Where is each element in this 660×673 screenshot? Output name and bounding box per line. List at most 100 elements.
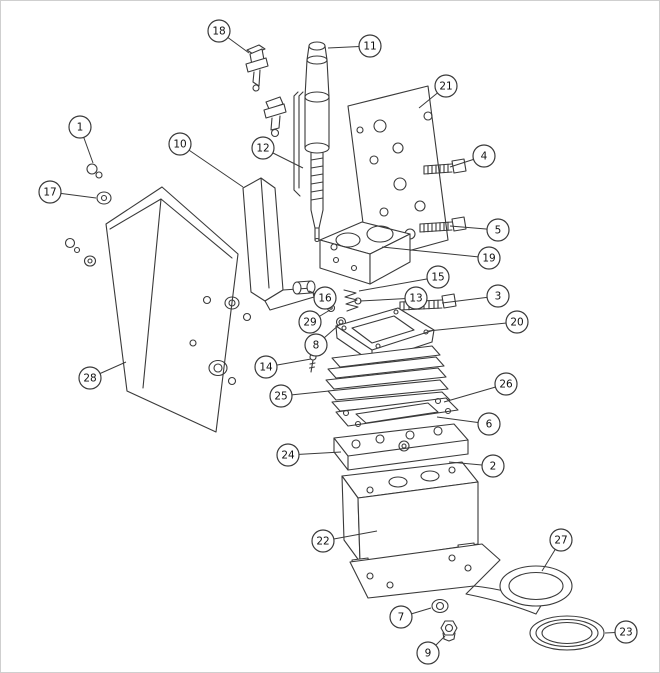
callout-8: 8 (304, 323, 341, 357)
callout-balloon (298, 310, 322, 334)
callout-22: 22 (311, 529, 378, 553)
callout-number: 23 (619, 627, 632, 639)
callout-leader-line (381, 246, 490, 259)
callout-2: 2 (448, 454, 505, 478)
callout-balloon (477, 246, 501, 270)
callout-number: 28 (83, 373, 96, 385)
callout-29: 29 (298, 309, 331, 334)
callout-19: 19 (381, 246, 501, 270)
callout-24: 24 (276, 443, 342, 467)
callout-number: 1 (77, 122, 84, 134)
part-ring-27 (499, 565, 573, 607)
callouts-layer: 1234567891011121314151617181920212223242… (38, 19, 638, 665)
callout-1: 1 (68, 115, 94, 164)
callout-16: 16 (308, 286, 337, 310)
callout-balloon (78, 366, 102, 390)
callout-7: 7 (389, 605, 432, 629)
part-spring (343, 289, 359, 312)
part-manifold-block (319, 221, 411, 285)
callout-number: 6 (486, 419, 493, 431)
part-bellows-stack (325, 345, 451, 412)
part-nut-9 (440, 620, 458, 642)
callout-28: 28 (78, 361, 127, 390)
callout-leader-line (179, 143, 244, 188)
callout-number: 26 (499, 379, 513, 391)
callout-number: 19 (482, 253, 495, 265)
callout-12: 12 (251, 136, 304, 169)
callout-leader-line (358, 276, 439, 292)
callout-number: 14 (259, 362, 273, 374)
callout-number: 8 (313, 340, 320, 352)
callout-balloon (614, 620, 638, 644)
callout-number: 18 (212, 26, 225, 38)
callout-4: 4 (449, 144, 496, 168)
part-hardware-left-pair (64, 237, 97, 267)
callout-10: 10 (168, 132, 244, 188)
callout-number: 3 (495, 291, 502, 303)
callout-14: 14 (254, 355, 312, 379)
part-ring-23 (529, 615, 605, 651)
callout-number: 2 (490, 461, 497, 473)
callout-balloon (486, 218, 510, 242)
callout-balloon (477, 412, 501, 436)
part-housing-cover (105, 186, 239, 433)
parts-layer (64, 41, 605, 651)
callout-balloon (68, 115, 92, 139)
callout-18: 18 (207, 19, 250, 54)
callout-number: 17 (43, 187, 56, 199)
callout-balloon (254, 355, 278, 379)
callout-number: 7 (398, 612, 405, 624)
callout-number: 27 (554, 535, 567, 547)
part-screw-14 (308, 353, 317, 373)
part-air-fitting-mid (263, 96, 287, 138)
callout-balloon (472, 144, 496, 168)
callout-number: 25 (274, 391, 287, 403)
part-sleeve (292, 280, 316, 295)
callout-20: 20 (427, 310, 529, 334)
callout-leader-line (427, 321, 518, 332)
callout-balloon (426, 265, 450, 289)
part-pump-body (341, 461, 479, 569)
callout-balloon (358, 34, 382, 58)
callout-number: 9 (425, 648, 432, 660)
callout-balloon (311, 529, 335, 553)
part-gasket-plate (335, 397, 459, 428)
callout-balloon (389, 605, 413, 629)
part-air-fitting-top (245, 44, 269, 92)
callout-number: 20 (510, 317, 523, 329)
callout-balloon (207, 19, 231, 43)
callout-balloon (168, 132, 192, 156)
part-hardware-cover-edge (208, 296, 252, 386)
callout-balloon (38, 180, 62, 204)
callout-27: 27 (541, 528, 573, 572)
part-screw-1 (86, 163, 103, 179)
callout-balloon (486, 284, 510, 308)
callout-13: 13 (359, 286, 428, 310)
part-top-plate (333, 423, 469, 471)
callout-number: 16 (318, 293, 332, 305)
part-mounting-plate (349, 543, 543, 615)
callout-number: 15 (431, 272, 444, 284)
part-valve-plate (347, 85, 449, 263)
callout-balloon (505, 310, 529, 334)
part-washer-7 (431, 598, 449, 614)
callout-balloon (494, 372, 518, 396)
callout-5: 5 (449, 218, 510, 242)
part-plunger-assembly (293, 41, 330, 243)
callout-26: 26 (443, 372, 518, 403)
callout-23: 23 (604, 620, 638, 644)
part-mounting-bracket (242, 177, 315, 311)
callout-balloon (304, 333, 328, 357)
callout-number: 12 (256, 143, 269, 155)
callout-balloon (313, 286, 337, 310)
callout-balloon (276, 443, 300, 467)
callout-21: 21 (418, 74, 458, 109)
callout-number: 24 (281, 450, 295, 462)
callout-balloon (404, 286, 428, 310)
callout-11: 11 (327, 34, 382, 58)
callout-balloon (549, 528, 573, 552)
callout-balloon (251, 136, 275, 160)
callout-number: 29 (303, 317, 316, 329)
